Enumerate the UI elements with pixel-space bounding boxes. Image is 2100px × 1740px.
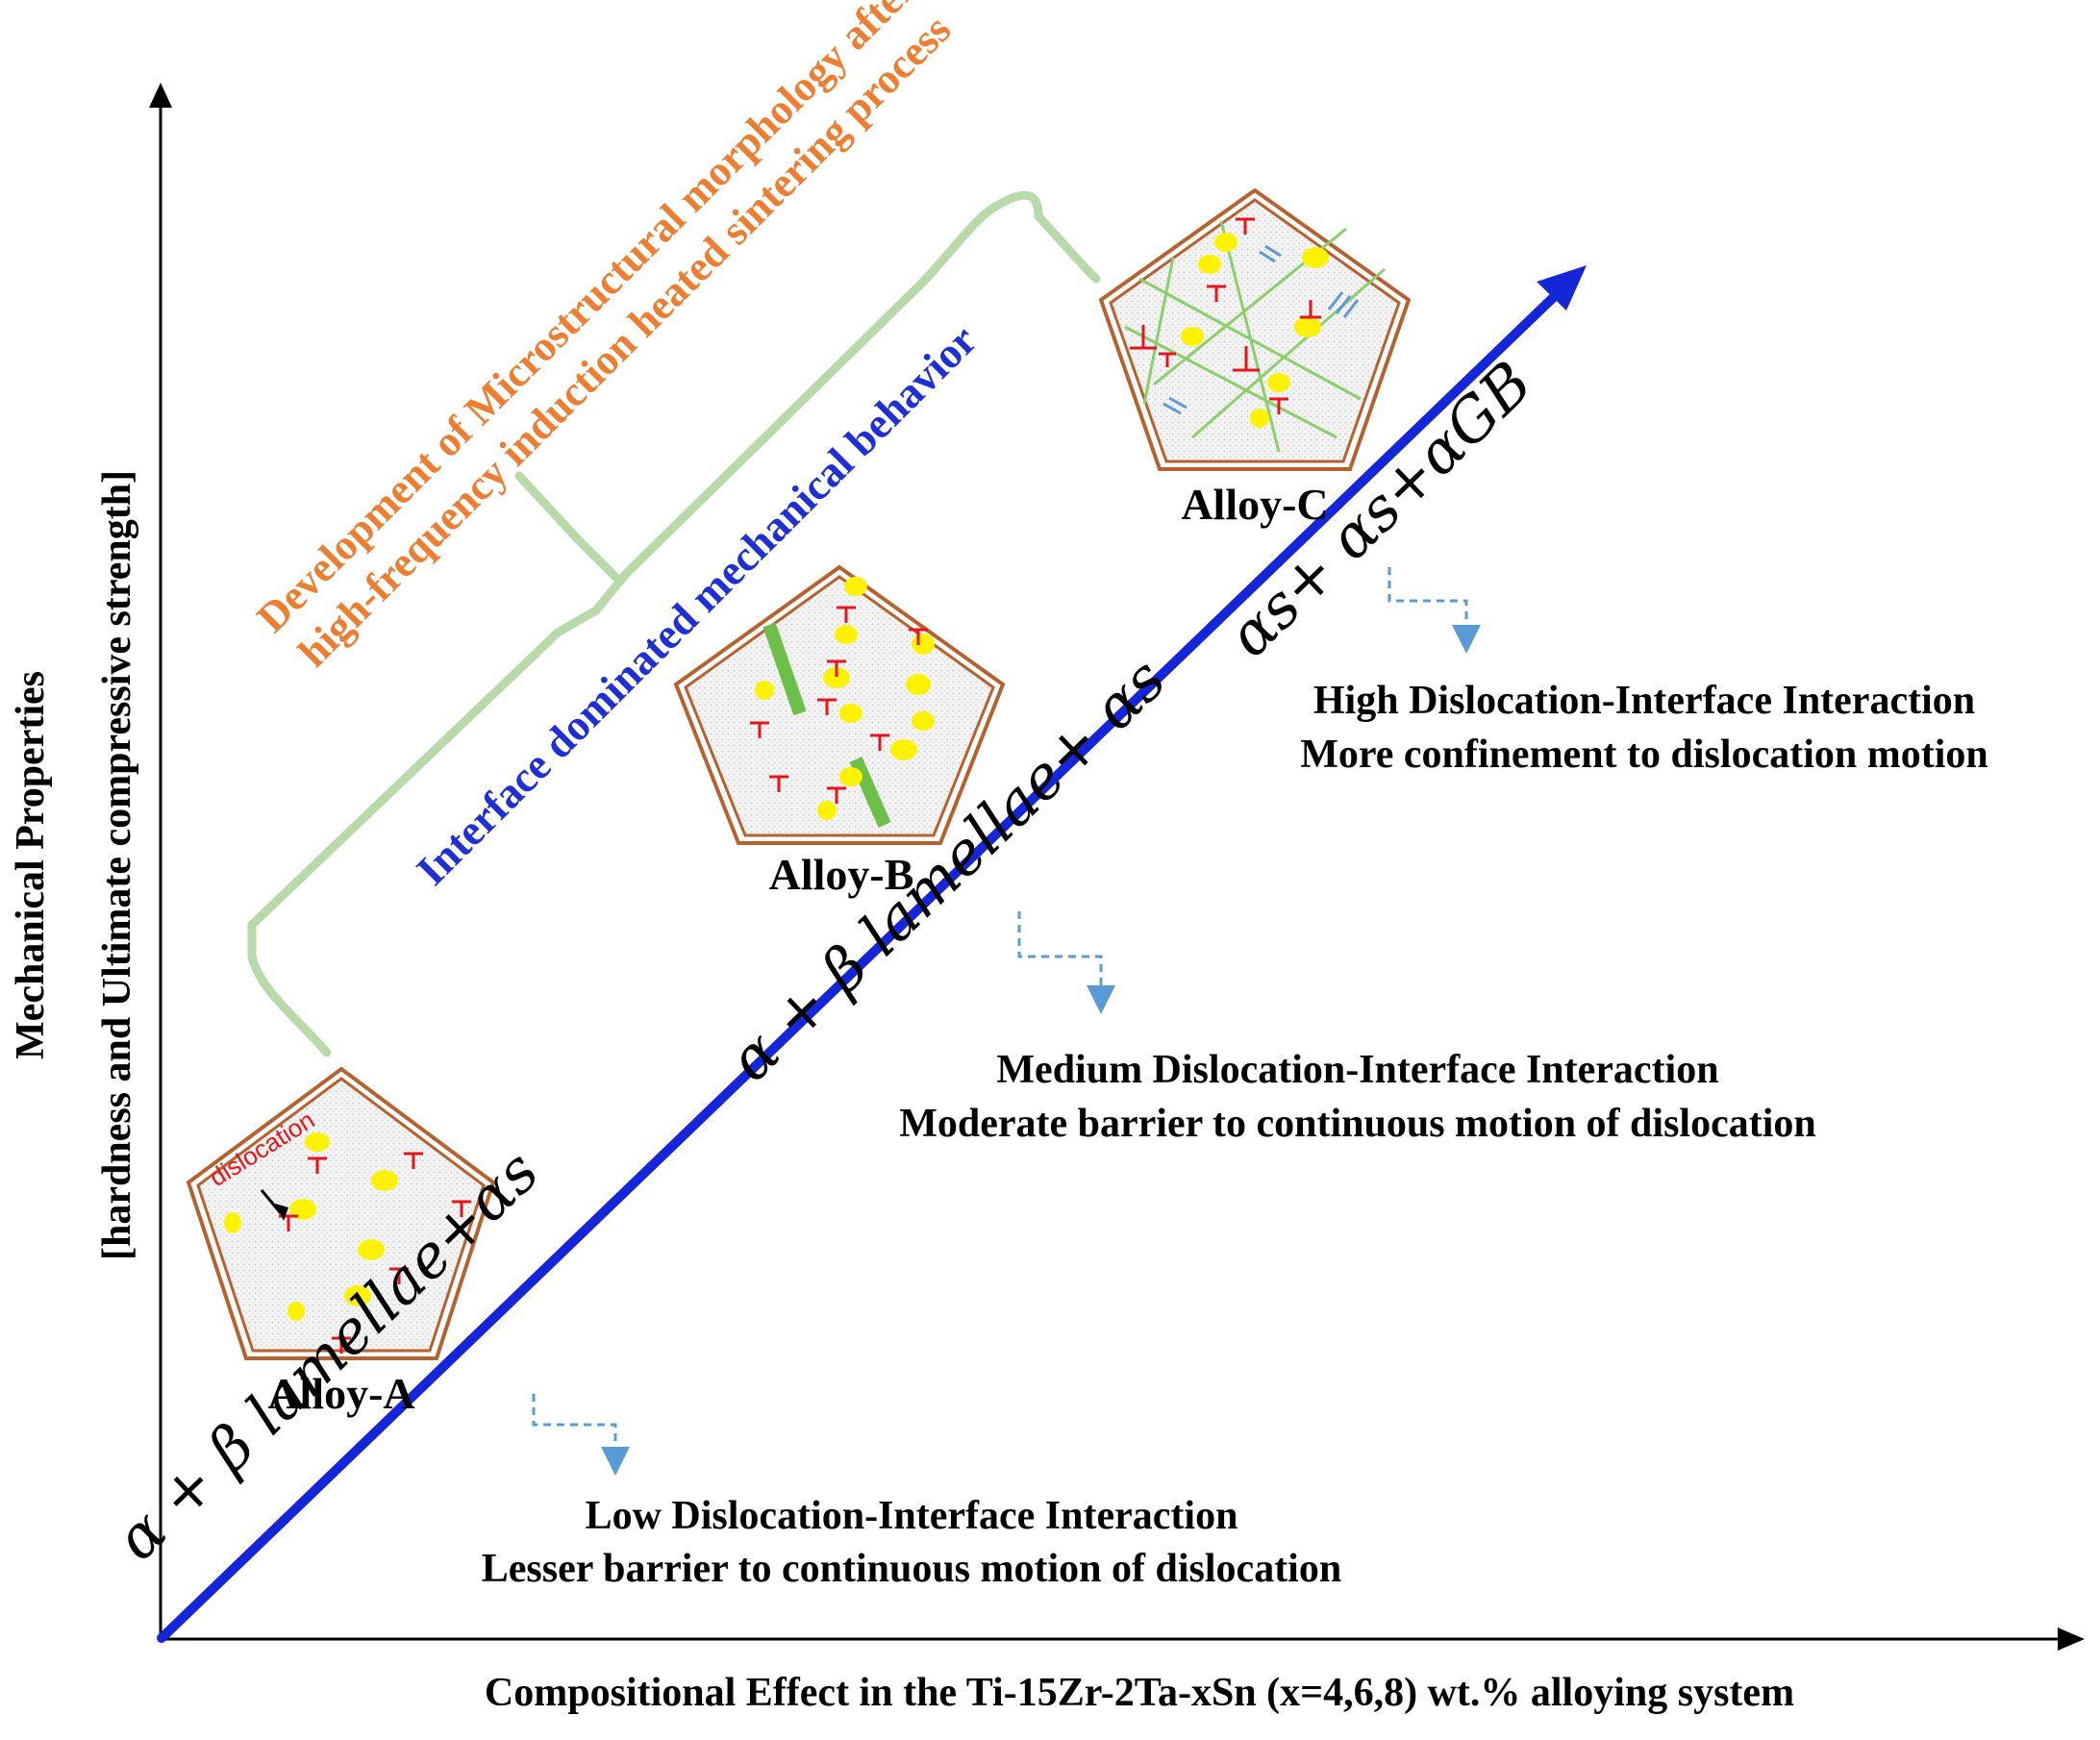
x-axis <box>161 1628 2085 1651</box>
y-axis-arrowhead <box>149 83 172 108</box>
y-axis-label-line2: [hardness and Ultimate compressive stren… <box>95 470 139 1260</box>
bracket-nub <box>514 471 620 582</box>
alloy-b-microstructure <box>673 564 1006 845</box>
connector-arrow-b <box>1017 911 1115 1014</box>
dislocation-symbols <box>279 1152 471 1354</box>
alloy-b-interaction-line1: Medium Dislocation-Interface Interaction <box>996 1048 1718 1092</box>
grouping-bracket <box>247 190 1101 1057</box>
alloy-a-interaction-line2: Lesser barrier to continuous motion of d… <box>482 1547 1341 1591</box>
connector-arrow-a <box>532 1394 630 1476</box>
y-axis-label-line1: Mechanical Properties <box>9 671 53 1059</box>
alloy-b-label: Alloy-B <box>769 850 914 899</box>
alloy-b-interaction-line2: Moderate barrier to continuous motion of… <box>899 1102 1816 1146</box>
precipitates <box>755 577 935 820</box>
alloy-a-interaction-line1: Low Dislocation-Interface Interaction <box>586 1494 1238 1538</box>
green-lamella <box>762 622 807 716</box>
alloy-a-label: Alloy-A <box>267 1369 414 1418</box>
trend-arrowhead <box>1537 265 1587 311</box>
y-axis <box>149 83 172 1639</box>
alloy-c-label: Alloy-C <box>1181 480 1328 529</box>
alloy-c-interaction-line1: High Dislocation-Interface Interaction <box>1313 679 1975 723</box>
dislocation-pointer-arrowhead <box>275 1204 288 1221</box>
trend-arrow <box>157 265 1587 1643</box>
green-lamella <box>849 757 891 828</box>
alloy-c-microstructure <box>1098 187 1412 471</box>
connector-arrow-c <box>1388 567 1481 654</box>
dislocation-symbols <box>1130 217 1321 414</box>
grain-boundaries <box>1124 220 1386 453</box>
dislocation-symbols <box>750 606 928 804</box>
x-axis-label: Compositional Effect in the Ti-15Zr-2Ta-… <box>485 1671 1794 1715</box>
twin-lines <box>1162 244 1360 415</box>
alloy-c-interaction-line2: More confinement to dislocation motion <box>1300 733 1988 777</box>
y-axis-label: Mechanical Properties [hardness and Ulti… <box>9 470 139 1260</box>
x-axis-arrowhead <box>2058 1628 2085 1651</box>
precipitates <box>1181 233 1329 428</box>
